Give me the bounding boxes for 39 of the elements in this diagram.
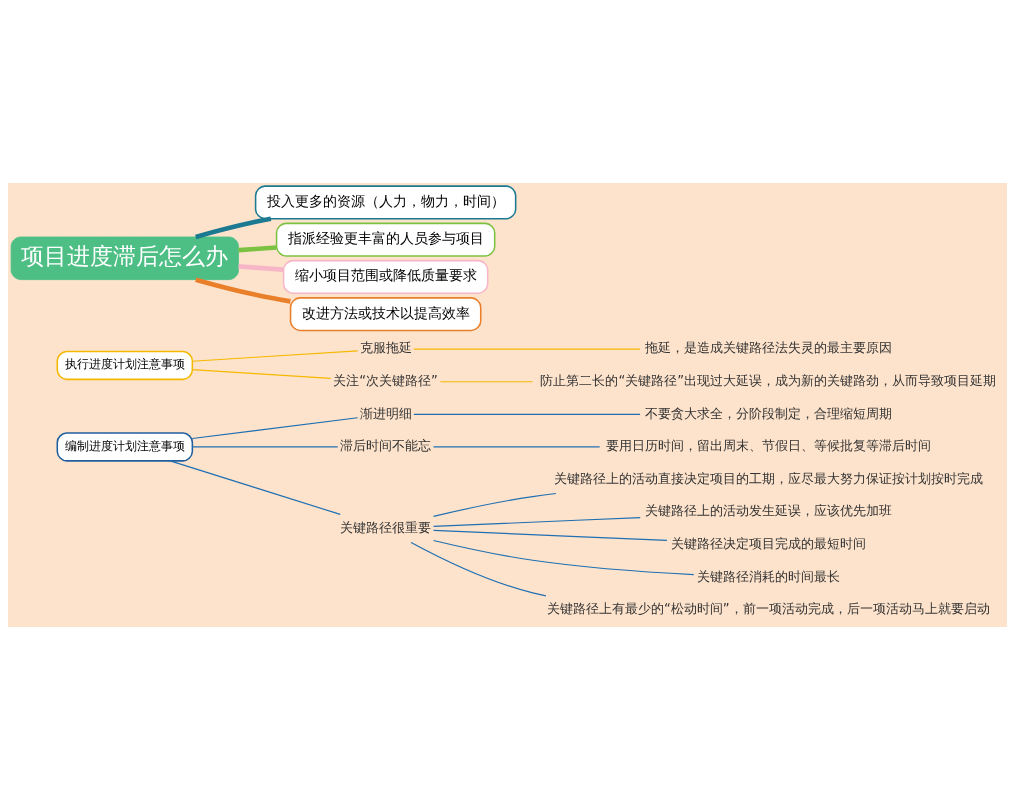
node-text: 防止第二长的“关键路径”出现过大延误，成为新的关键路劲，从而导致项目延期 [540, 372, 997, 388]
node-box: 投入更多的资源（人力，物力，时间） [254, 185, 517, 220]
connector [432, 446, 601, 448]
node-text: 拖延，是造成关键路径法失灵的最主要原因 [644, 340, 892, 356]
connector [191, 446, 339, 448]
connector [191, 350, 359, 362]
connector [195, 277, 291, 304]
node-text: 克服拖延 [359, 340, 412, 356]
node-text: 关注“次关键路径” [333, 372, 438, 388]
connector [238, 264, 284, 272]
node-text: 滞后时间不能忘 [340, 438, 432, 454]
connector [413, 348, 641, 350]
connector [195, 216, 272, 240]
connector [410, 541, 547, 597]
node-text: 不要贪大求全，分阶段制定，合理缩短周期 [644, 405, 892, 421]
node-box: 项目进度滞后怎么办 [10, 236, 239, 281]
connector [432, 539, 695, 576]
node-text: 要用日历时间，留出周末、节假日、等候批复等滞后时间 [605, 438, 931, 454]
node-text: 关键路径上的活动直接决定项目的工期，应尽最大努力保证按计划按时完成 [553, 470, 983, 486]
connector [439, 381, 534, 383]
node-text: 渐进明细 [359, 405, 412, 421]
connector [432, 517, 641, 527]
connector [432, 529, 668, 541]
node-text: 关键路径决定项目完成的最短时间 [670, 535, 866, 551]
connector [432, 492, 557, 517]
connector [413, 413, 641, 415]
node-text: 关键路径消耗的时间最长 [696, 568, 840, 584]
node-text: 关键路径很重要 [340, 519, 432, 535]
node-text: 关键路径上的活动发生延误，应该优先加班 [644, 503, 892, 519]
connector [238, 245, 277, 253]
connector [191, 417, 359, 440]
node-box: 执行进度计划注意事项 [56, 350, 194, 381]
node-box: 指派经验更丰富的人员参与项目 [275, 222, 496, 257]
node-box: 编制进度计划注意事项 [56, 432, 194, 462]
node-box: 缩小项目范围或降低质量要求 [282, 259, 489, 294]
node-text: 关键路径上有最少的“松动时间”，前一项活动完成，后一项活动马上就要启动 [546, 601, 990, 617]
node-box: 改进方法或技术以提高效率 [289, 297, 482, 332]
connector [191, 369, 332, 379]
connector [169, 460, 341, 515]
